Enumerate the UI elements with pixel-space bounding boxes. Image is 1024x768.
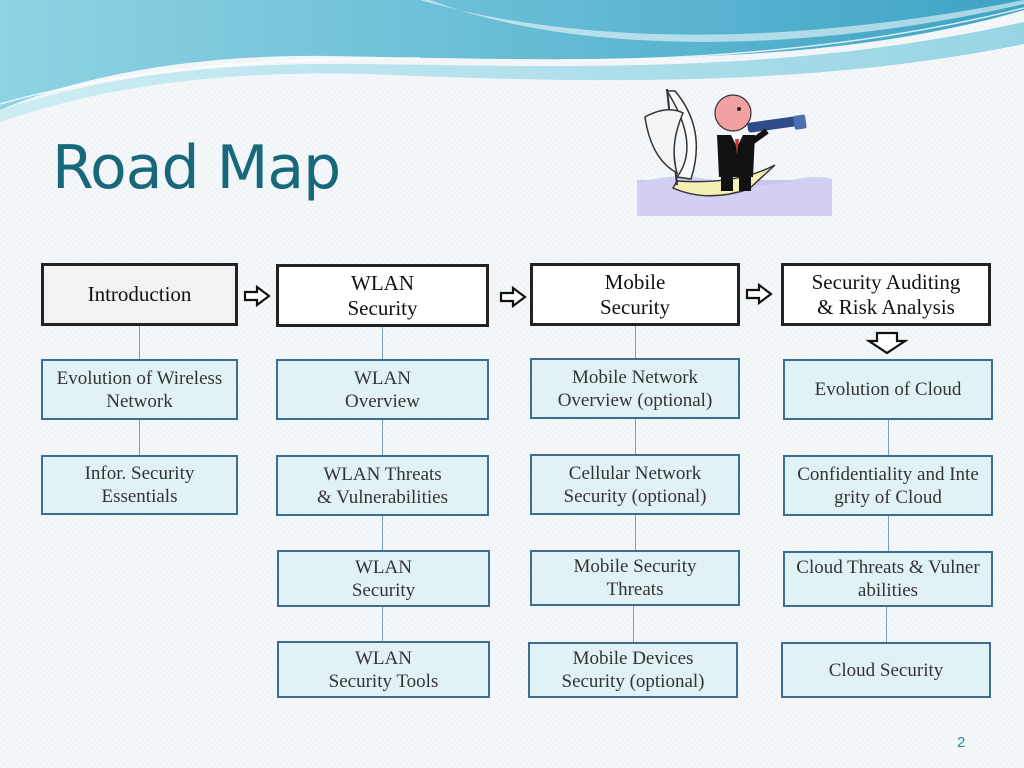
down-arrow-icon [866,331,908,355]
connector-line [382,327,383,360]
header-security-auditing: Security Auditing & Risk Analysis [781,263,991,326]
topic-box: WLAN Overview [276,359,489,420]
connector-line [633,606,634,643]
topic-box: Cellular Network Security (optional) [530,454,740,515]
box-label: WLAN Overview [345,367,420,412]
connector-line [382,607,383,642]
box-label: WLAN Security [351,556,416,601]
right-arrow-icon [499,286,527,308]
box-label: Cellular Network Security (optional) [563,462,707,507]
topic-box: Confidentiality and Inte grity of Cloud [783,455,993,516]
header-wlan-security: WLAN Security [276,264,489,327]
box-label: Mobile Devices Security (optional) [561,648,705,692]
box-label: Mobile Security [600,269,670,319]
header-wave-banner [0,0,1024,122]
box-label: Mobile Security Threats [573,556,697,600]
box-label: Security Auditing & Risk Analysis [811,269,961,319]
connector-line [888,516,889,552]
box-label: Confidentiality and Inte grity of Cloud [797,463,979,508]
slide-title: Road Map [52,133,341,203]
header-mobile-security: Mobile Security [530,263,740,326]
box-label: Mobile Network Overview (optional) [557,366,713,411]
box-label: Introduction [87,282,192,306]
connector-line [139,326,140,360]
box-label: WLAN Security Tools [328,647,439,692]
box-label: Evolution of Wireless Network [56,367,223,412]
box-label: Cloud Threats & Vulner abilities [796,557,980,601]
topic-box: Evolution of Cloud [783,359,993,420]
page-number: 2 [957,734,966,751]
right-arrow-icon [243,285,271,307]
connector-line [382,420,383,456]
topic-box: Evolution of Wireless Network [41,359,238,420]
topic-box: Infor. Security Essentials [41,455,238,515]
right-arrow-icon [745,283,773,305]
header-introduction: Introduction [41,263,238,326]
topic-box: Cloud Security [781,642,991,698]
connector-line [635,326,636,359]
connector-line [635,515,636,551]
topic-box: WLAN Threats & Vulnerabilities [276,455,489,516]
connector-line [139,420,140,456]
topic-box: WLAN Security Tools [277,641,490,698]
box-label: Infor. Security Essentials [84,463,195,507]
topic-box: Cloud Threats & Vulner abilities [783,551,993,607]
box-label: WLAN Threats & Vulnerabilities [317,463,448,508]
connector-line [888,420,889,456]
topic-box: Mobile Devices Security (optional) [528,642,738,698]
topic-box: Mobile Security Threats [530,550,740,606]
topic-box: Mobile Network Overview (optional) [530,358,740,419]
box-label: WLAN Security [347,270,418,320]
topic-box: WLAN Security [277,550,490,607]
connector-line [382,516,383,551]
box-label: Evolution of Cloud [814,379,962,400]
box-label: Cloud Security [828,659,944,681]
explorer-boat-clipart [637,88,832,216]
connector-line [635,419,636,455]
connector-line [886,607,887,643]
